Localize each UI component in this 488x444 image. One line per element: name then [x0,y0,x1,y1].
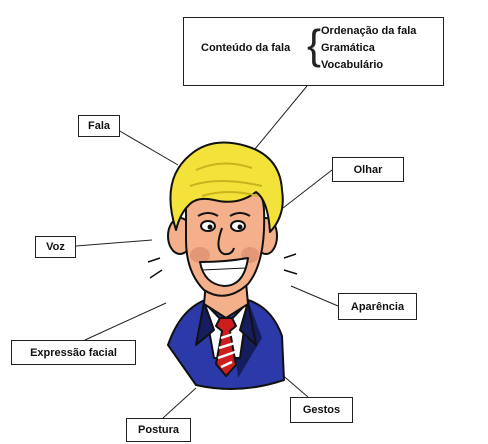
teeth-line [201,267,247,271]
pupil-right [237,224,243,230]
label-gramatica: Gramática [321,42,375,54]
label-gestos: Gestos [302,404,341,416]
grin [199,257,249,287]
brow-left [197,212,219,217]
connector-fala [117,129,179,166]
tie-stripes [217,332,236,369]
nose [217,227,235,256]
box-aparencia: Aparência [338,293,417,320]
box-gestos: Gestos [290,397,353,423]
connector-postura [162,387,197,419]
box-voz: Voz [35,236,76,258]
brow-right [229,212,251,217]
hair-strand-2 [189,180,263,187]
box-conteudo-da-fala: Conteúdo da fala { Ordenação da fala Gra… [183,17,444,86]
pupil-left [207,224,213,230]
connector-olhar [282,169,333,209]
cartoon-man-illustration [147,141,298,390]
brace-icon: { [307,21,322,68]
box-postura: Postura [126,418,191,442]
box-fala: Fala [78,115,120,137]
hair [169,141,284,233]
label-vocabulario: Vocabulário [321,59,384,71]
connector-lines [75,85,339,419]
hair-strand-3 [201,191,259,197]
motion-marks [147,253,298,279]
label-expressao-facial: Expressão facial [30,346,117,359]
label-aparencia: Aparência [350,300,405,313]
connector-conteudo [249,85,308,156]
lapel-right [239,301,257,346]
connector-voz [75,239,153,247]
label-olhar: Olhar [353,163,383,176]
cheek-left [190,247,210,263]
label-voz: Voz [46,241,65,253]
label-conteudo-da-fala: Conteúdo da fala [201,42,291,54]
label-postura: Postura [138,424,179,436]
box-expressao-facial: Expressão facial [11,340,136,365]
label-ordenacao-da-fala: Ordenação da fala [321,25,417,37]
connector-aparencia [290,285,339,307]
connector-expressao [84,302,167,341]
hair-strand-1 [195,162,253,171]
label-fala: Fala [87,120,110,132]
lapel-left [195,301,215,346]
box-olhar: Olhar [332,157,404,182]
